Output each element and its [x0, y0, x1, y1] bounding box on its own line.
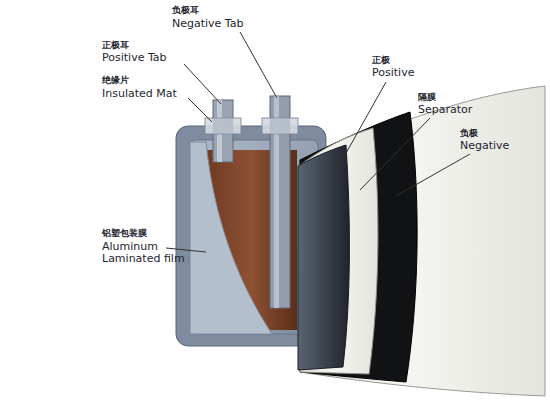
part-label-chinese: 正极耳 [102, 40, 129, 51]
part-label: Separator [418, 104, 472, 116]
part-label: Negative [460, 140, 509, 152]
part-label-chinese: 隔膜 [418, 92, 436, 103]
part-label-chinese: 负极 [460, 128, 478, 139]
part-label-chinese: 绝缘片 [102, 75, 129, 86]
part-label: Positive [372, 67, 414, 79]
part-label-chinese: 铝塑包装膜 [102, 228, 147, 239]
part-label: Insulated Mat [102, 88, 177, 100]
part-label: Aluminum Laminated film [102, 241, 198, 265]
part-label: Negative Tab [172, 18, 243, 30]
part-label: Positive Tab [102, 52, 167, 64]
part-label-chinese: 正极 [372, 55, 390, 66]
part-label-chinese: 负极耳 [172, 5, 199, 16]
